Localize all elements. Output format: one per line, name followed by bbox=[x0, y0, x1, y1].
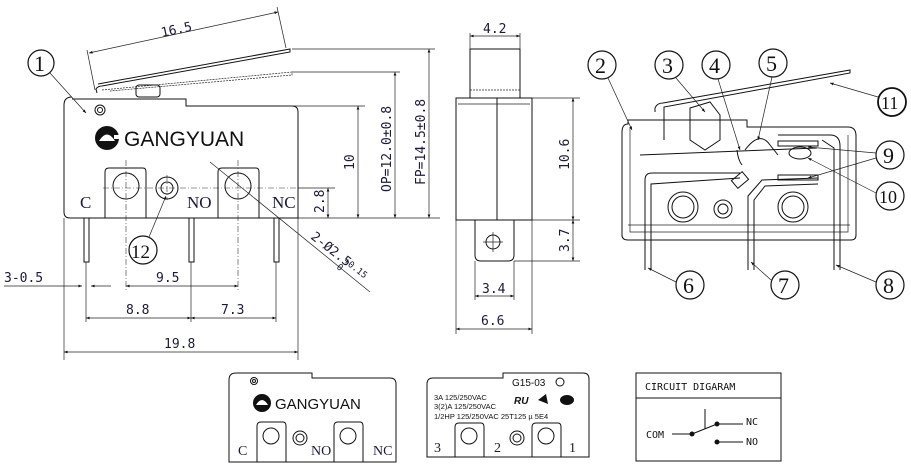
svg-text:11: 11 bbox=[881, 93, 898, 113]
svg-text:4: 4 bbox=[709, 53, 720, 78]
svg-text:5: 5 bbox=[766, 51, 777, 76]
ul-mark-icon bbox=[555, 377, 565, 387]
svg-text:1: 1 bbox=[34, 51, 45, 76]
section-view: 2 3 4 5 6 7 8 9 bbox=[587, 48, 907, 300]
dim-terminal-width: 3-0.5 bbox=[4, 271, 43, 286]
label-brand: GANGYUAN bbox=[275, 396, 361, 413]
switch-body bbox=[63, 96, 299, 219]
dim-body-length: 19.8 bbox=[164, 337, 195, 352]
svg-text:2: 2 bbox=[595, 53, 606, 78]
dim-actuator-width: 4.2 bbox=[483, 22, 506, 37]
callout-7: 7 bbox=[750, 261, 800, 300]
ext-line bbox=[276, 6, 287, 49]
callout-3: 3 bbox=[654, 50, 706, 113]
svg-text:0: 0 bbox=[334, 262, 344, 273]
ur-cert-icon: RU bbox=[514, 396, 529, 407]
ce-cert-icon bbox=[538, 394, 548, 404]
callout-6: 6 bbox=[647, 267, 705, 300]
brand-logo-icon bbox=[95, 126, 120, 150]
dim-operating-position: OP=12.0±0.8 bbox=[380, 106, 395, 192]
dim-terminal-width-side: 3.4 bbox=[482, 282, 506, 297]
brand-name: GANGYUAN bbox=[124, 128, 244, 151]
dim-body-width: 6.6 bbox=[481, 314, 504, 329]
label-terminal-no: NO bbox=[311, 444, 331, 459]
dim-free-position: FP=14.5±0.8 bbox=[414, 99, 429, 185]
svg-text:6: 6 bbox=[683, 273, 694, 298]
callout-11: 11 bbox=[829, 82, 907, 117]
svg-text:3: 3 bbox=[662, 53, 673, 78]
svg-text:9: 9 bbox=[883, 143, 894, 168]
front-view: 16.5 GANGYUAN C NO NC 1 bbox=[4, 6, 440, 360]
callout-4: 4 bbox=[701, 50, 741, 151]
label-front: GANGYUAN C NO NC bbox=[228, 372, 397, 463]
circuit-nc-label: NC bbox=[746, 417, 758, 428]
callout-5: 5 bbox=[757, 48, 788, 141]
terminal-number-2: 2 bbox=[494, 441, 501, 456]
svg-text:8: 8 bbox=[883, 273, 894, 298]
terminal-label-nc: NC bbox=[272, 193, 296, 212]
terminal-number-3: 3 bbox=[434, 441, 441, 456]
terminal-number-1: 1 bbox=[569, 441, 576, 456]
ext-line bbox=[86, 49, 96, 91]
callout-10: 10 bbox=[807, 157, 905, 211]
dim-terminal-length: 3.7 bbox=[558, 229, 573, 252]
dim-terminal-offset: 2.8 bbox=[313, 190, 328, 213]
rating-line-3: 1/2HP 125/250VAC 25T125 µ 5E4 bbox=[434, 412, 548, 421]
dim-pin-spacing-left: 8.8 bbox=[126, 303, 149, 318]
dim-lever-length bbox=[88, 11, 279, 54]
circuit-diagram: CIRCUIT DIGARAM COM NC NO bbox=[635, 372, 782, 462]
callout-1 bbox=[27, 49, 55, 77]
dim-lever-length-label: 16.5 bbox=[160, 20, 194, 41]
label-terminal-nc: NC bbox=[373, 444, 392, 459]
side-view: 4.2 10.6 3.7 3.4 6.6 bbox=[455, 22, 580, 334]
dim-side-body-height: 10.6 bbox=[558, 139, 573, 170]
cqc-cert-icon bbox=[560, 395, 574, 405]
callout-2: 2 bbox=[587, 50, 633, 131]
model-number: G15-03 bbox=[512, 378, 546, 389]
rating-line-2: 3(2)A 125/250VAC bbox=[434, 402, 497, 411]
label-back: G15-03 3A 125/250VAC 3(2)A 125/250VAC 1/… bbox=[426, 372, 590, 458]
dim-hole-spacing: 9.5 bbox=[156, 271, 179, 286]
dim-body-height: 10 bbox=[343, 154, 358, 170]
terminal-label-no: NO bbox=[187, 193, 212, 212]
rating-line-1: 3A 125/250VAC bbox=[434, 393, 487, 402]
label-terminal-c: C bbox=[238, 444, 247, 459]
lever bbox=[95, 48, 293, 98]
callout-12 bbox=[128, 235, 158, 265]
dim-pin-spacing-right: 7.3 bbox=[221, 303, 244, 318]
callout-8: 8 bbox=[835, 264, 905, 300]
svg-text:12: 12 bbox=[131, 242, 150, 263]
circuit-no-label: NO bbox=[746, 437, 758, 448]
callout-9: 9 bbox=[807, 140, 905, 179]
circuit-com-label: COM bbox=[646, 430, 664, 441]
circuit-title: CIRCUIT DIGARAM bbox=[645, 382, 735, 393]
svg-text:10: 10 bbox=[879, 187, 897, 207]
terminal-label-c: C bbox=[80, 193, 91, 212]
svg-text:7: 7 bbox=[778, 273, 789, 298]
